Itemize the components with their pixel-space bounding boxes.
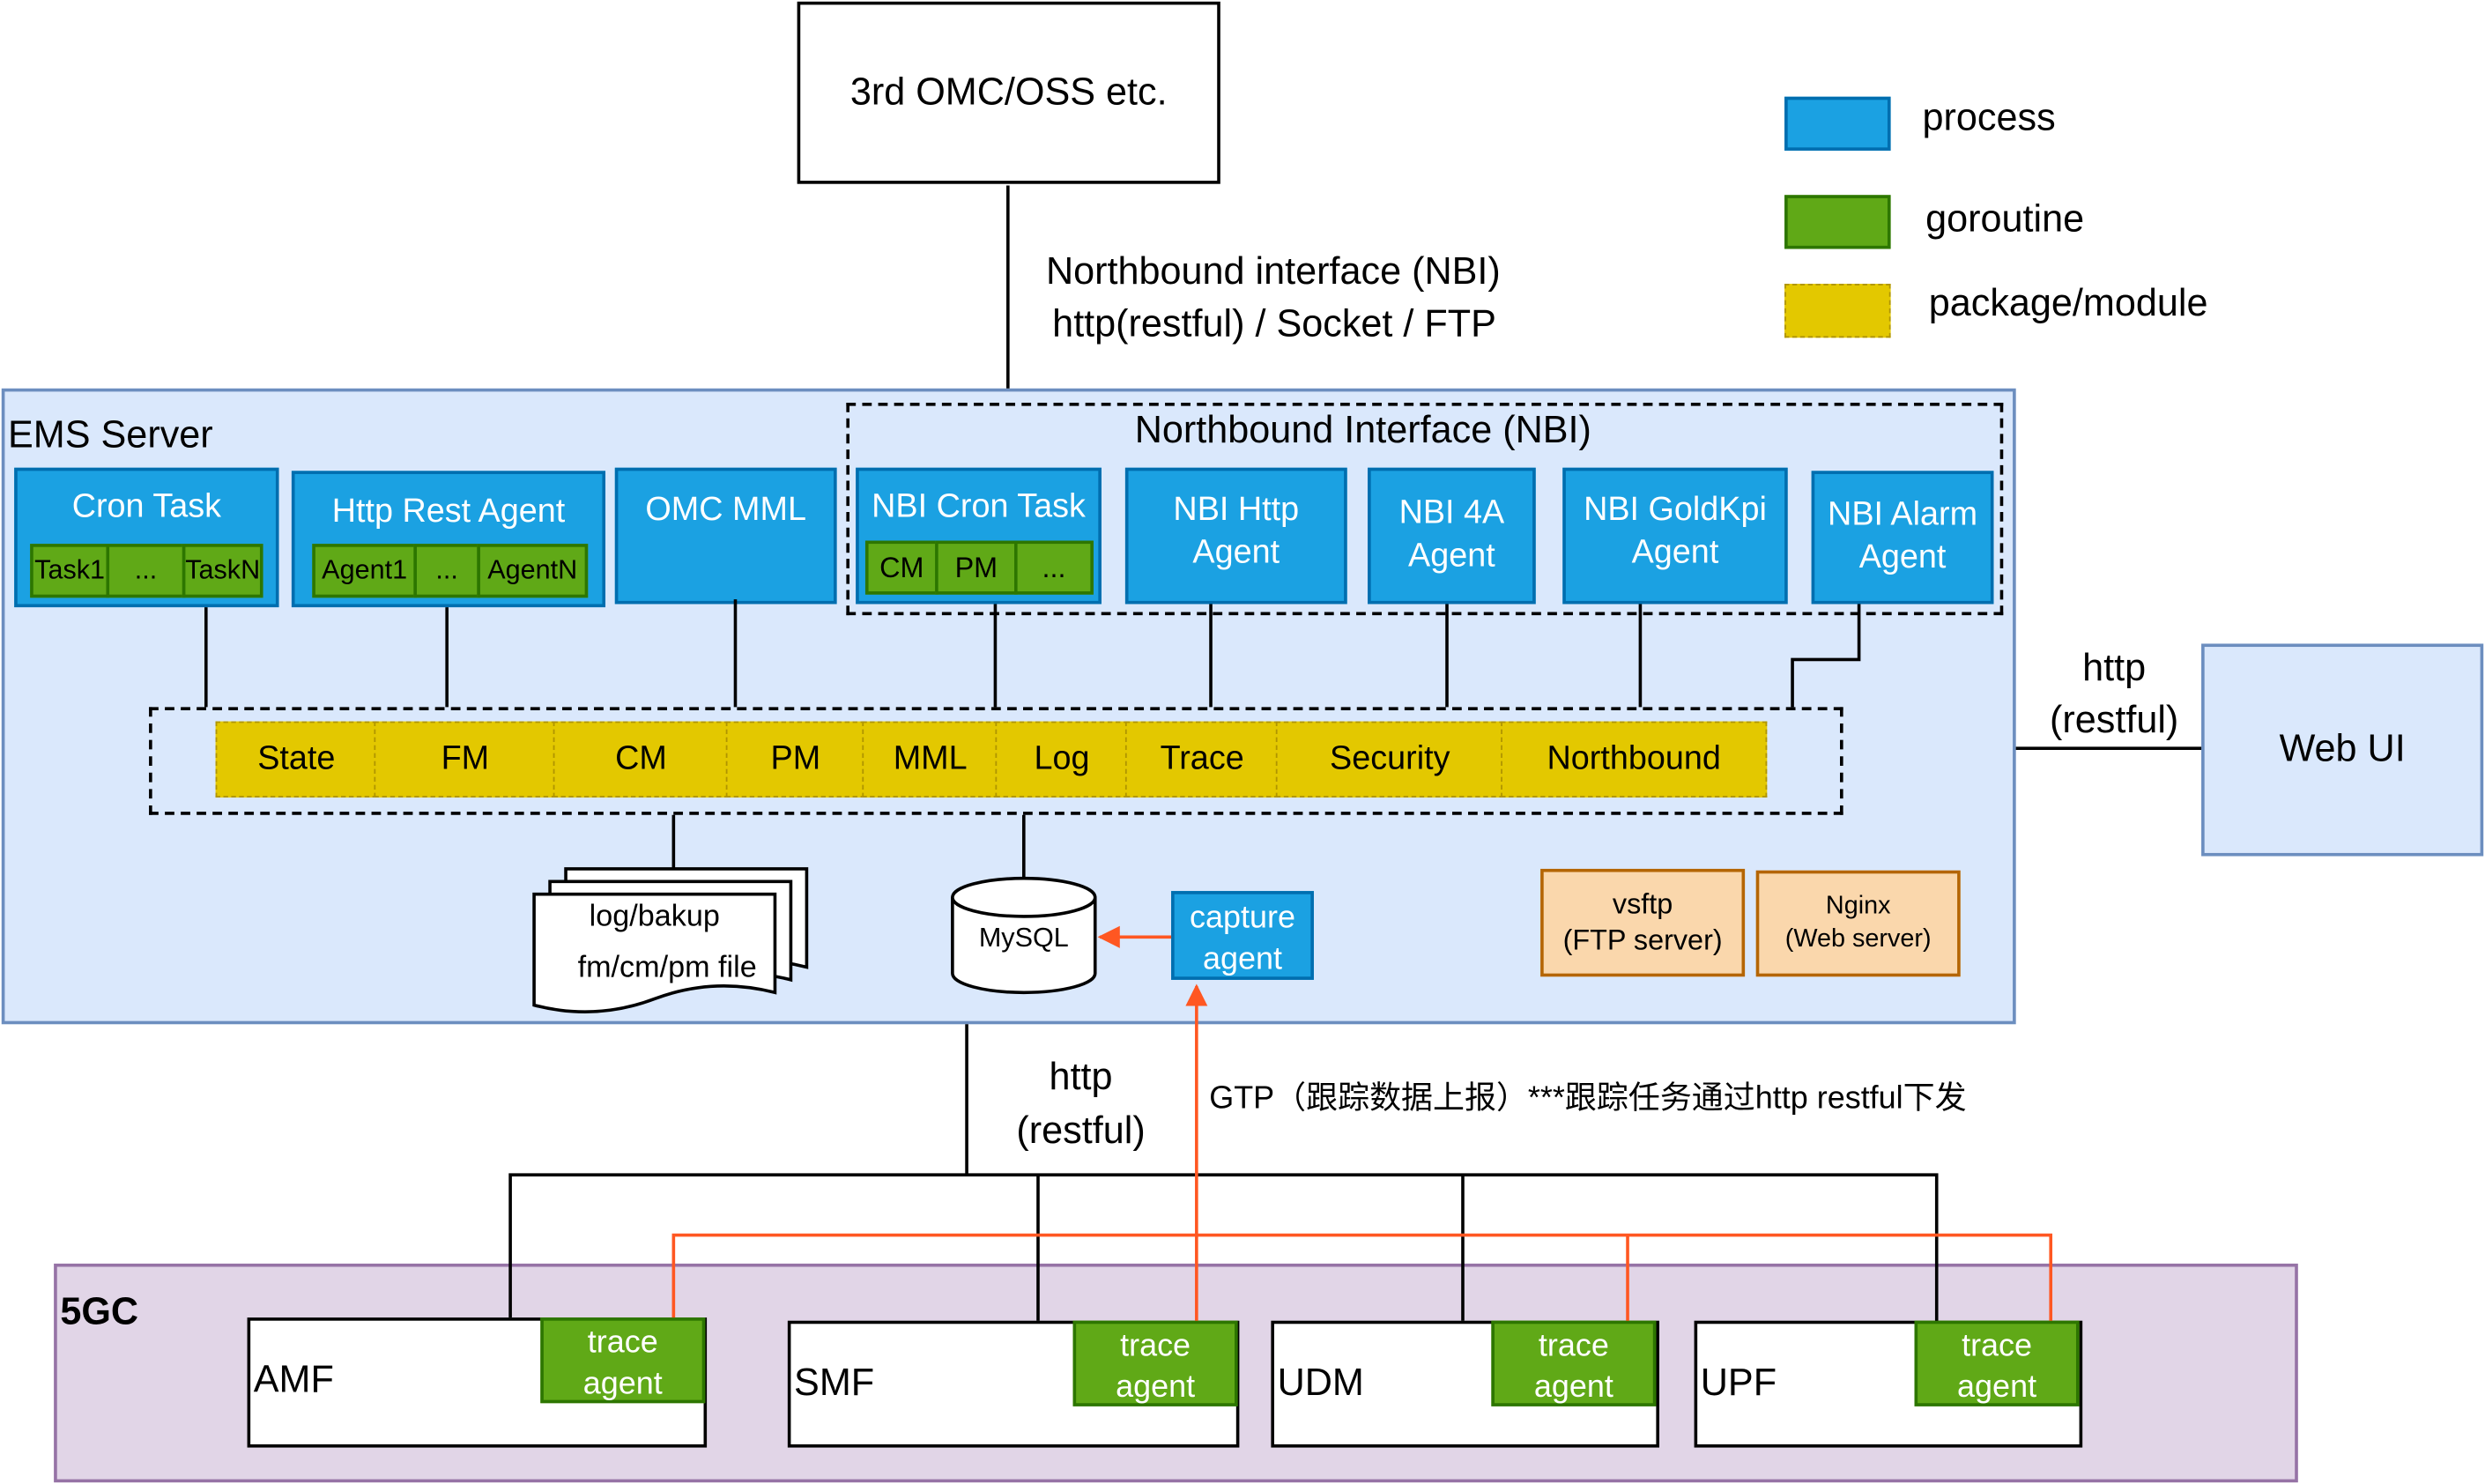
webui-link-label-1: http [2082,647,2147,690]
nginx-label-2: (Web server) [1784,925,1932,953]
nf-amf-label: AMF [253,1358,334,1402]
south-link-label-1: http [1049,1056,1113,1099]
webui-link-label-2: (restful) [2050,699,2179,742]
nf-amf-trace-agent[interactable]: trace agent [540,1317,706,1404]
nf-smf-trace-agent-label-2: agent [1116,1369,1196,1406]
legend-process-swatch [1784,96,1891,151]
nbi-link-label-1: Northbound interface (NBI) [1045,250,1501,293]
nbi-link-label-2: http(restful) / Socket / FTP [1052,302,1496,346]
cron-task-goroutine-2: ... [106,544,186,598]
nf-udm-trace-agent-label-1: trace [1538,1328,1609,1364]
nbi-goldkpi-agent-label-1: NBI GoldKpi [1584,491,1767,529]
nginx-server[interactable]: Nginx (Web server) [1755,870,1961,977]
package-trace[interactable]: Trace [1124,721,1280,798]
trace-bus [671,1233,2053,1321]
mysql-label: MySQL [978,923,1069,953]
vsftp-label-2: (FTP server) [1562,924,1723,957]
package-cm[interactable]: CM [553,721,730,798]
nf-udm-trace-agent[interactable]: trace agent [1491,1320,1657,1406]
omc-mml-process[interactable]: OMC MML [614,467,837,605]
http-rest-agent-goroutine-2: ... [413,544,480,598]
nf-smf-label: SMF [794,1362,875,1406]
legend-process-label: process [1922,96,2056,140]
nbi-goldkpi-agent-label-2: Agent [1631,534,1719,572]
nf-udm-label: UDM [1277,1362,1364,1406]
legend-goroutine-swatch [1784,195,1891,249]
nginx-label-1: Nginx [1825,892,1891,920]
nf-upf-label: UPF [1700,1362,1777,1406]
gtp-trace-label: GTP（跟踪数据上报）***跟踪任务通过http restful下发 [1209,1081,1967,1117]
nbi-group [846,402,2004,616]
nf-upf-trace-agent-label-2: agent [1957,1369,2037,1406]
capture-agent-label-1: capture [1190,900,1295,936]
vsftp-server[interactable]: vsftp (FTP server) [1540,868,1746,977]
nbi-cron-task-goroutine-more: ... [1014,540,1094,595]
package-pm[interactable]: PM [725,721,865,798]
legend-package-swatch [1784,284,1891,338]
file-stack-icon [532,867,809,1013]
ems-server-title: EMS Server [7,413,213,457]
nf-smf-trace-agent[interactable]: trace agent [1072,1320,1238,1406]
nbi-4a-agent-label-1: NBI 4A [1398,494,1505,531]
capture-agent-label-2: agent [1202,941,1283,977]
nf-amf-trace-agent-label-2: agent [582,1366,663,1402]
nf-upf-trace-agent[interactable]: trace agent [1914,1320,2080,1406]
nbi-http-agent-label-2: Agent [1192,534,1280,572]
cron-task-label: Cron Task [71,488,222,525]
vsftp-label-1: vsftp [1612,887,1673,920]
cron-task-goroutine-n: TaskN [182,544,263,598]
5gc-bus [508,1173,1939,1321]
legend-package-label: package/module [1928,282,2208,325]
nf-udm-trace-agent-label-2: agent [1533,1369,1613,1406]
package-group [149,707,1843,815]
nbi-4a-agent-label-2: Agent [1408,538,1495,575]
oss-box[interactable]: 3rd OMC/OSS etc. [797,1,1220,184]
nbi-alarm-agent-label-2: Agent [1858,539,1947,576]
http-rest-agent-goroutine-1: Agent1 [312,544,417,598]
mysql-database-icon [951,876,1097,995]
package-northbound[interactable]: Northbound [1501,721,1768,798]
nbi-4a-agent-process[interactable]: NBI 4A Agent [1368,467,1536,605]
nbi-alarm-agent-label-1: NBI Alarm [1828,496,1978,533]
nbi-cron-task-goroutine-pm: PM [935,540,1018,595]
package-state[interactable]: State [215,721,378,798]
nf-amf-trace-agent-label-1: trace [587,1325,658,1361]
nf-upf-trace-agent-label-1: trace [1962,1328,2033,1364]
http-rest-agent-label: Http Rest Agent [331,493,566,530]
capture-agent-process[interactable]: capture agent [1171,891,1314,980]
nbi-goldkpi-agent-process[interactable]: NBI GoldKpi Agent [1562,467,1788,605]
nbi-alarm-agent-process[interactable]: NBI Alarm Agent [1811,471,1994,605]
nbi-group-title: Northbound Interface (NBI) [1134,409,1591,452]
package-log[interactable]: Log [995,721,1129,798]
nbi-http-agent-label-1: NBI Http [1173,491,1300,529]
nbi-alarm-agent-link [1791,604,1861,708]
legend-goroutine-label: goroutine [1925,197,2085,241]
package-security[interactable]: Security [1275,721,1504,798]
package-fm[interactable]: FM [374,721,557,798]
files-label-1: log/bakup [589,900,720,934]
5gc-title: 5GC [60,1290,139,1334]
http-rest-agent-goroutine-n: AgentN [477,544,589,598]
nbi-cron-task-label: NBI Cron Task [872,488,1086,525]
web-ui-box[interactable]: Web UI [2201,643,2484,857]
nf-smf-trace-agent-label-1: trace [1120,1328,1191,1364]
files-label-2: fm/cm/pm file [577,951,757,985]
south-link-label-2: (restful) [1016,1109,1146,1153]
nbi-http-agent-process[interactable]: NBI Http Agent [1124,467,1347,605]
